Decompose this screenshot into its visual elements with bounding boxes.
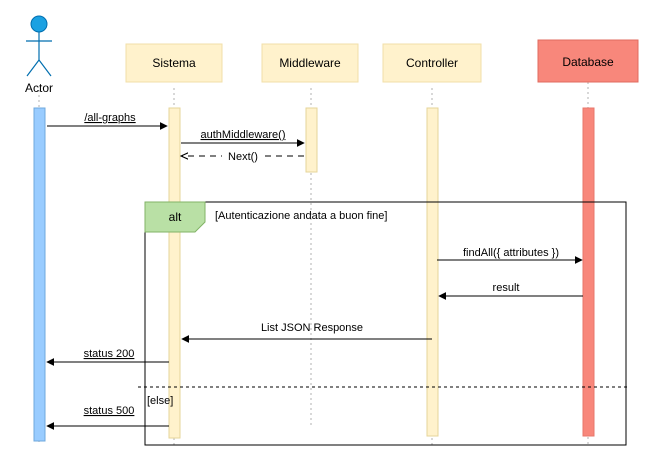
message-list-json: List JSON Response [261, 322, 363, 334]
activation-sistema [168, 107, 181, 439]
message-auth-middleware: authMiddleware() [201, 129, 286, 141]
participant-middleware-label: Middleware [279, 56, 341, 70]
message-find-all: findAll({ attributes }) [463, 247, 559, 259]
participant-controller-label: Controller [406, 56, 458, 70]
activation-controller [426, 107, 439, 437]
participant-middleware [261, 43, 359, 83]
message-next: Next() [228, 151, 258, 163]
actor-label: Actor [25, 81, 53, 95]
participant-database-label: Database [562, 55, 614, 69]
message-result: result [493, 282, 520, 294]
participant-database [537, 39, 639, 83]
activation-middleware [305, 107, 318, 173]
participant-controller [382, 43, 482, 83]
message-next-bg [222, 149, 264, 162]
alt-guard: [Autenticazione andata a buon fine] [215, 210, 387, 222]
alt-operator-label: alt [169, 210, 182, 224]
alt-fragment [144, 201, 627, 446]
message-status-200: status 200 [84, 348, 135, 360]
activation-database [582, 107, 595, 437]
actor-icon [26, 15, 52, 77]
activation-actor [33, 107, 46, 442]
alt-operator-box [144, 201, 206, 233]
message-all-graphs: /all-graphs [84, 112, 136, 124]
participant-sistema [125, 43, 223, 83]
else-guard: [else] [147, 395, 173, 407]
participant-sistema-label: Sistema [152, 56, 196, 70]
message-status-500: status 500 [84, 405, 135, 417]
